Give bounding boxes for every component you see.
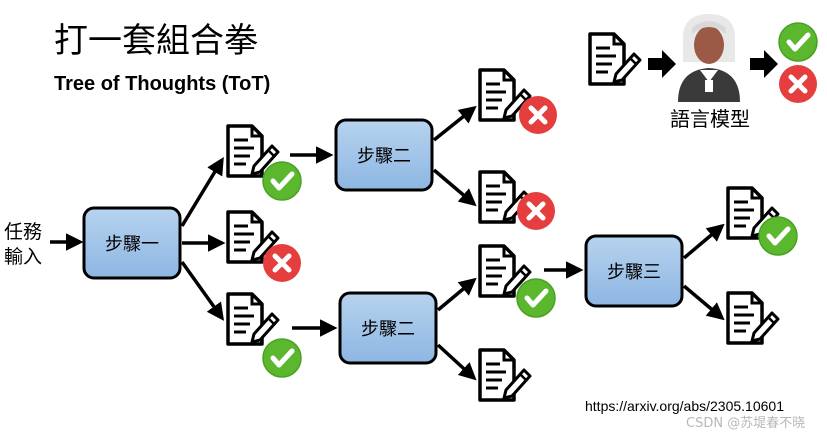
legend-doc-icon xyxy=(588,32,642,86)
cross-icon xyxy=(519,96,557,134)
check-icon xyxy=(263,339,301,377)
step-box-2-top: 步驟二 xyxy=(334,118,434,192)
thought-doc-2d xyxy=(478,348,532,402)
page-title: 打一套組合拳 xyxy=(54,21,258,61)
legend-arrow-1 xyxy=(648,50,676,78)
input-label-line2: 輸入 xyxy=(4,246,42,268)
cross-icon xyxy=(517,192,555,230)
step-1-label: 步驟一 xyxy=(105,234,159,255)
input-label-line1: 任務 xyxy=(4,221,42,243)
arrows-to-step2 xyxy=(290,146,338,337)
source-url: https://arxiv.org/abs/2305.10601 xyxy=(585,398,784,414)
cross-icon xyxy=(779,65,817,103)
step-box-1: 步驟一 xyxy=(82,206,182,280)
arrows-step3 xyxy=(682,223,725,321)
cross-icon xyxy=(263,244,301,282)
arrows-step1 xyxy=(180,157,226,321)
watermark: CSDN @苏堤春不晓 xyxy=(686,415,805,431)
arrows-step2-bottom xyxy=(436,277,477,381)
thought-doc-1c xyxy=(226,292,280,346)
check-icon xyxy=(779,23,817,61)
check-icon xyxy=(517,279,555,317)
step-2-bottom-label: 步驟二 xyxy=(361,319,415,340)
step-2-top-label: 步驟二 xyxy=(357,146,411,167)
step-3-label: 步驟三 xyxy=(607,262,661,283)
legend: 語言模型 xyxy=(588,14,817,131)
page-subtitle: Tree of Thoughts (ToT) xyxy=(54,73,270,95)
language-model-avatar-icon xyxy=(678,14,740,102)
legend-arrow-2 xyxy=(750,50,778,78)
step-box-2-bottom: 步驟二 xyxy=(338,291,438,365)
arrows-step2-top xyxy=(432,105,477,207)
model-label: 語言模型 xyxy=(670,107,750,131)
step-box-3: 步驟三 xyxy=(584,234,684,308)
thought-doc-3b xyxy=(726,291,780,345)
check-icon xyxy=(263,162,301,200)
check-icon xyxy=(759,217,797,255)
